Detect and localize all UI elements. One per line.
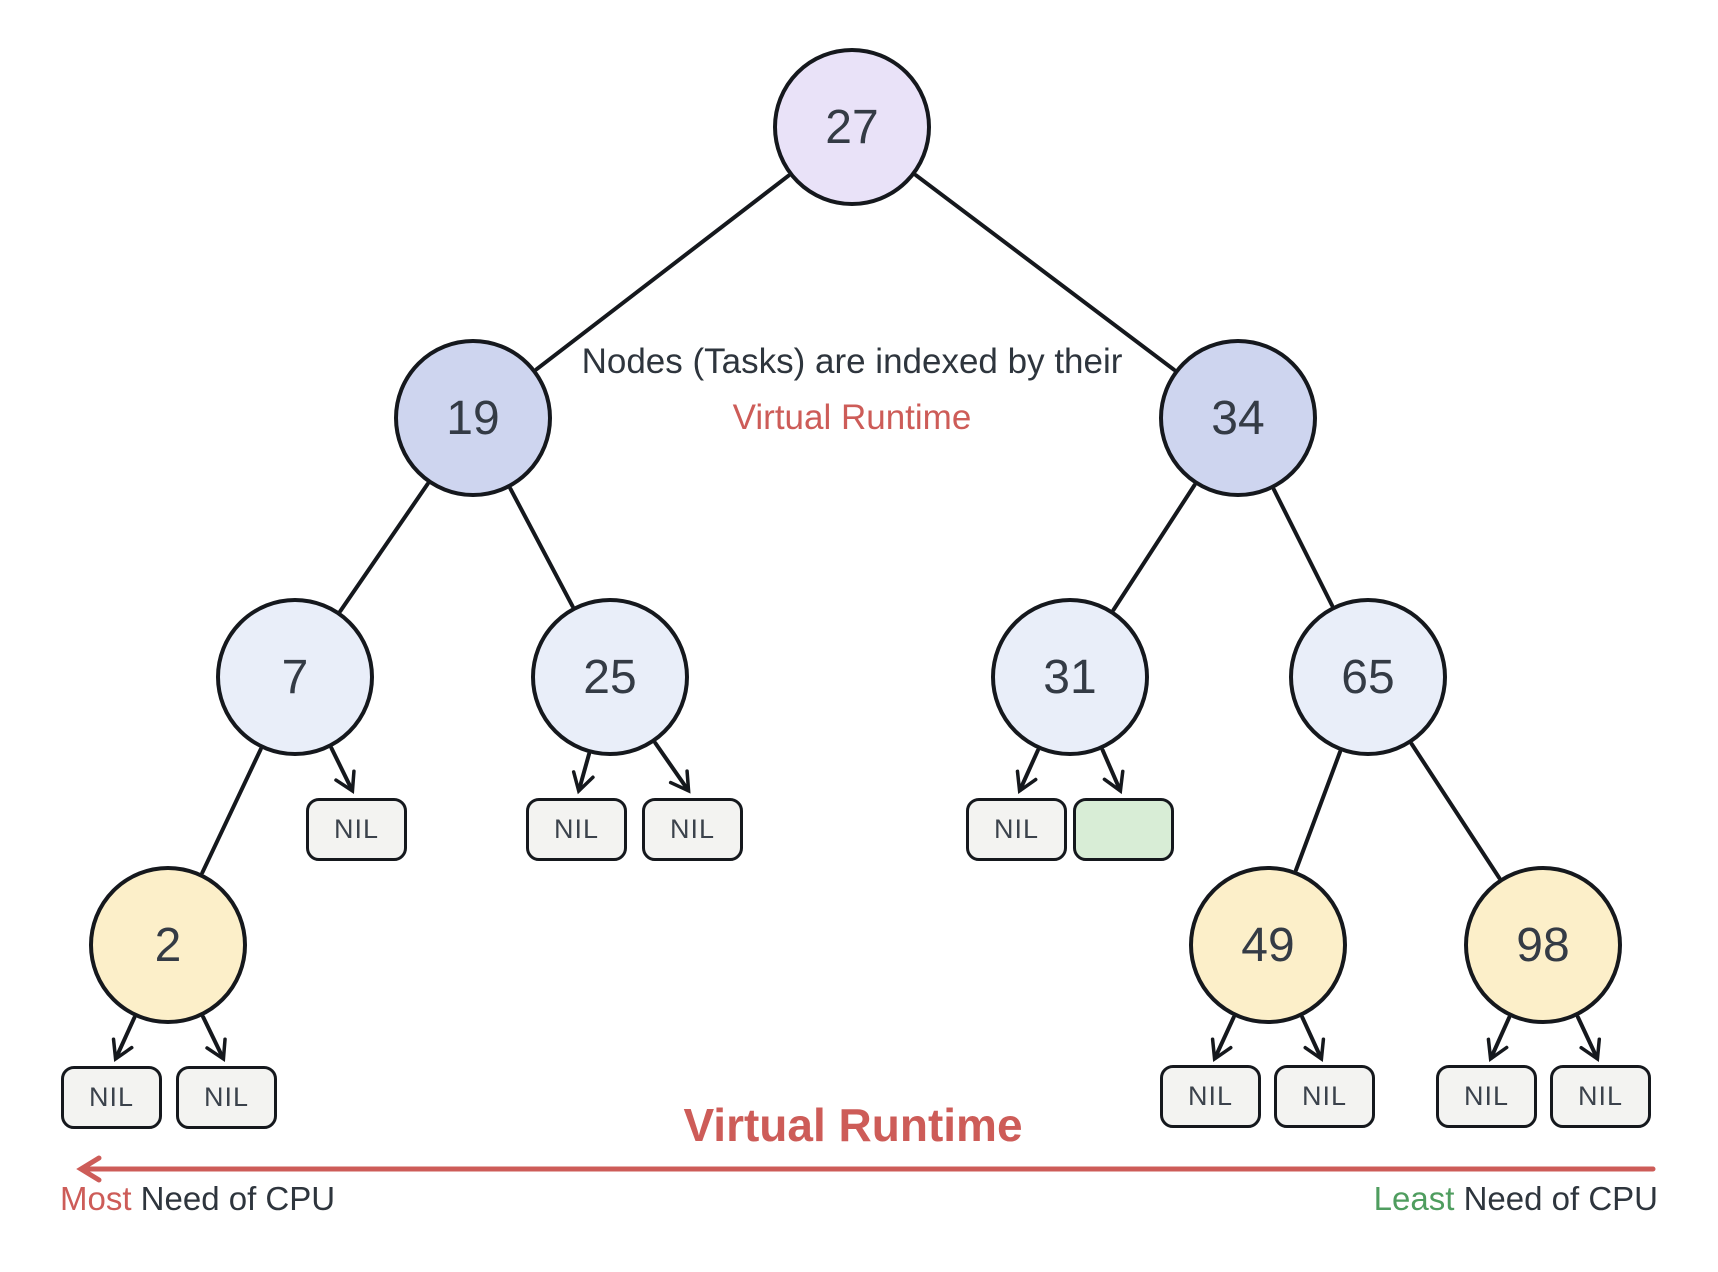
axis-label-most-need: Most Need of CPU xyxy=(60,1178,335,1219)
nil-box-25-left: NIL xyxy=(526,798,627,861)
nil-box-2-left: NIL xyxy=(61,1066,162,1129)
most-word: Most xyxy=(60,1180,132,1217)
axis-label-least-need: Least Need of CPU xyxy=(1374,1178,1658,1219)
least-rest: Need of CPU xyxy=(1454,1180,1658,1217)
empty-slot-box-31-right xyxy=(1073,798,1174,861)
node-value: 25 xyxy=(583,650,637,704)
nil-box-7-right: NIL xyxy=(306,798,407,861)
edge-49-nil-right xyxy=(1300,1015,1326,1063)
nil-label: NIL xyxy=(88,1082,135,1112)
nil-box-98-left: NIL xyxy=(1436,1065,1537,1128)
tree-node-2: 2 xyxy=(89,866,247,1024)
edge-2-nil-right xyxy=(201,1014,227,1063)
node-value: 27 xyxy=(825,100,879,154)
nil-label: NIL xyxy=(669,814,716,844)
nil-label: NIL xyxy=(993,814,1040,844)
nil-box-25-right: NIL xyxy=(642,798,743,861)
annotation-indexed-by: Nodes (Tasks) are indexed by their xyxy=(581,342,1123,381)
most-rest: Need of CPU xyxy=(131,1180,336,1217)
edge-98-nil-right xyxy=(1575,1015,1602,1063)
nil-box-31-left: NIL xyxy=(966,798,1067,861)
edge-31-nil-left xyxy=(1015,748,1040,795)
axis-title-virtual-runtime: Virtual Runtime xyxy=(683,1099,1023,1151)
nil-label: NIL xyxy=(1463,1081,1510,1111)
nil-label: NIL xyxy=(553,814,600,844)
edge-7-nil-right xyxy=(329,746,356,794)
tree-node-34: 34 xyxy=(1159,339,1317,497)
nil-box-2-right: NIL xyxy=(176,1066,277,1129)
edge-19-7 xyxy=(338,481,430,614)
edge-27-19 xyxy=(534,173,791,372)
edge-19-25 xyxy=(508,486,575,609)
nil-box-49-right: NIL xyxy=(1274,1065,1375,1128)
tree-node-98: 98 xyxy=(1464,866,1622,1024)
node-value: 49 xyxy=(1241,918,1295,972)
node-value: 34 xyxy=(1211,391,1265,445)
tree-node-65: 65 xyxy=(1289,598,1447,756)
edge-2-nil-left xyxy=(111,1015,137,1063)
node-value: 7 xyxy=(281,650,309,704)
edge-65-49 xyxy=(1294,750,1342,872)
edge-25-nil-right xyxy=(653,741,691,794)
tree-node-27: 27 xyxy=(773,48,931,206)
edge-98-nil-left xyxy=(1486,1015,1512,1063)
least-word: Least xyxy=(1373,1180,1455,1217)
edge-31-empty-slot xyxy=(1100,748,1125,795)
nil-label: NIL xyxy=(1301,1081,1348,1111)
node-value: 31 xyxy=(1043,650,1097,704)
edge-34-31 xyxy=(1111,483,1197,612)
node-value: 98 xyxy=(1516,918,1570,972)
node-value: 65 xyxy=(1341,650,1395,704)
nil-box-49-left: NIL xyxy=(1160,1065,1261,1128)
nil-label: NIL xyxy=(1187,1081,1234,1111)
annotation-virtual-runtime: Virtual Runtime xyxy=(732,398,972,437)
edge-27-34 xyxy=(913,173,1177,372)
tree-node-49: 49 xyxy=(1189,866,1347,1024)
nil-box-98-right: NIL xyxy=(1550,1065,1651,1128)
node-value: 2 xyxy=(154,918,182,972)
edge-25-nil-left xyxy=(571,752,595,795)
nil-label: NIL xyxy=(203,1082,250,1112)
tree-node-31: 31 xyxy=(991,598,1149,756)
tree-node-25: 25 xyxy=(531,598,689,756)
edge-49-nil-left xyxy=(1210,1015,1236,1063)
edge-65-98 xyxy=(1409,742,1502,880)
tree-node-19: 19 xyxy=(394,339,552,497)
node-value: 19 xyxy=(446,391,500,445)
edge-7-2 xyxy=(200,747,263,875)
tree-node-7: 7 xyxy=(216,598,374,756)
nil-label: NIL xyxy=(333,814,380,844)
edge-34-65 xyxy=(1271,487,1335,608)
nil-label: NIL xyxy=(1577,1081,1624,1111)
